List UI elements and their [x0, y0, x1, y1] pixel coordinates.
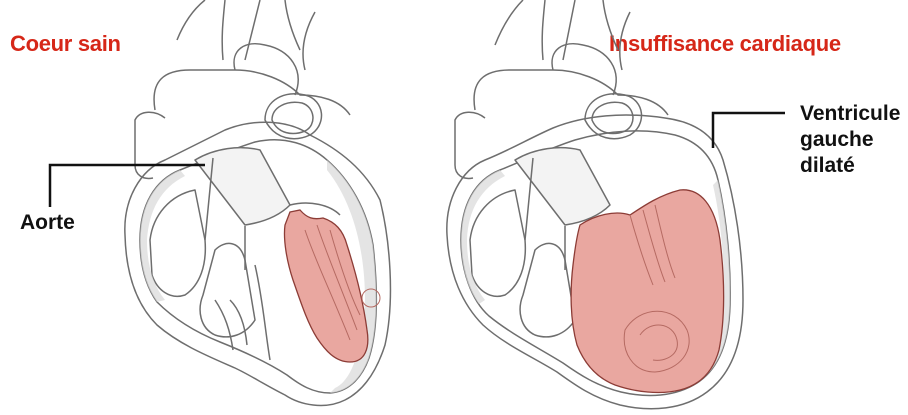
- label-ventricule-line-3: dilaté: [800, 153, 900, 179]
- ventricule-leader-line: [713, 113, 785, 148]
- label-aorte: Aorte: [20, 210, 75, 236]
- label-ventricule-gauche-dilate: Ventricule gauche dilaté: [800, 101, 900, 179]
- label-ventricule-line-1: Ventricule: [800, 101, 900, 127]
- label-ventricule-line-2: gauche: [800, 127, 900, 153]
- aorte-leader-line: [50, 165, 205, 207]
